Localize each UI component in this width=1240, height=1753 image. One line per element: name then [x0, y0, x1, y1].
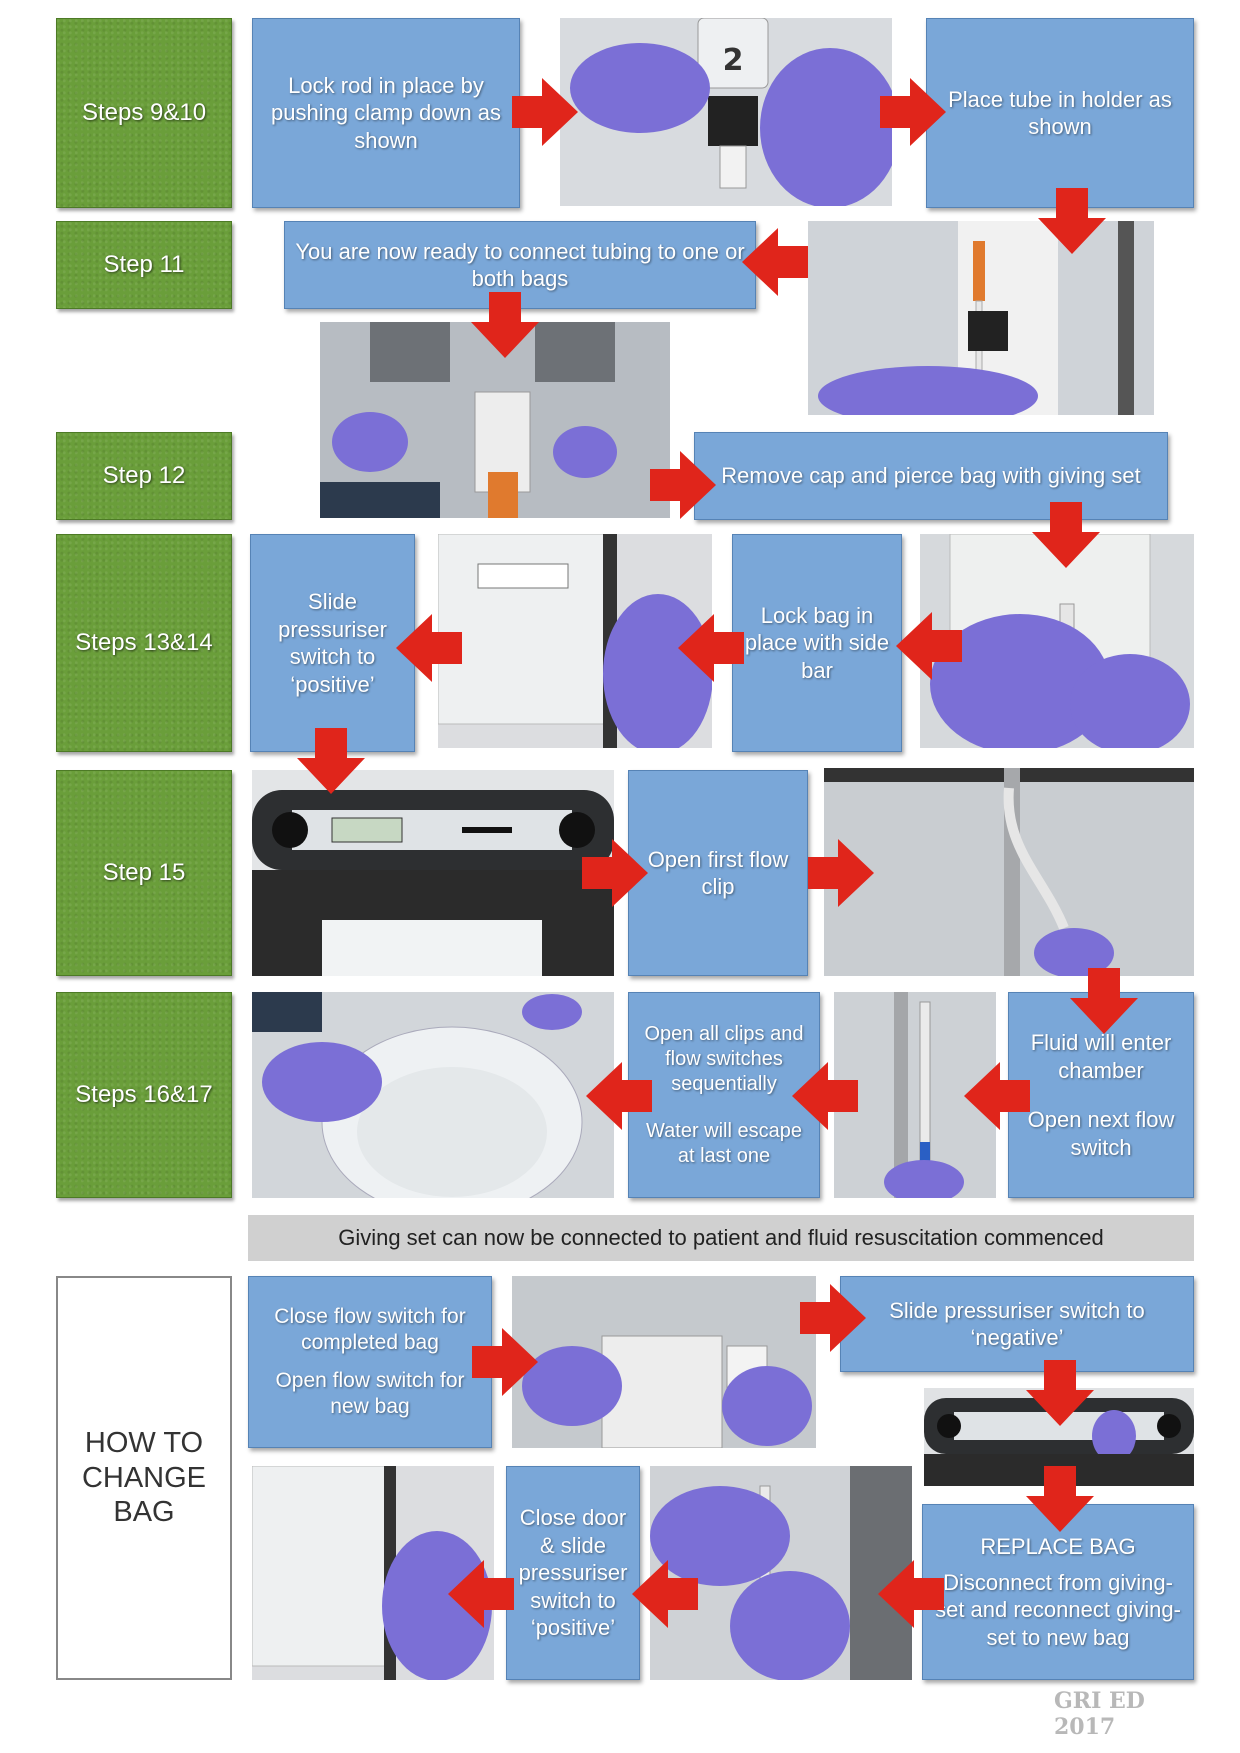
step-label-13-14: Steps 13&14 [56, 534, 232, 752]
box-slide-positive: Slide pressuriser switch to ‘positive’ [250, 534, 415, 752]
box-lock-bag: Lock bag in place with side bar [732, 534, 902, 752]
photo-two-bags [320, 322, 670, 518]
box-text: Close door & slide pressuriser switch to… [518, 1505, 628, 1641]
photo-close-door [252, 1466, 494, 1680]
box-text-line-2: Disconnect from giving-set and reconnect… [935, 1569, 1181, 1650]
box-lock-rod: Lock rod in place by pushing clamp down … [252, 18, 520, 208]
box-place-tube: Place tube in holder as shown [926, 18, 1194, 208]
box-text: Place tube in holder as shown [948, 86, 1172, 140]
box-open-first-clip: Open first flow clip [628, 770, 808, 976]
step-label-9-10: Steps 9&10 [56, 18, 232, 208]
photo-clamp: 2 [560, 18, 892, 206]
box-text-line-1: Close flow switch for completed bag [274, 1304, 466, 1354]
photo-tube-holder [808, 221, 1154, 415]
box-close-flow: Close flow switch for completed bag Open… [248, 1276, 492, 1448]
photo-pierce-bag [920, 534, 1194, 748]
photo-bucket [252, 992, 614, 1198]
box-text: Slide pressuriser switch to ‘positive’ [278, 589, 387, 697]
how-to-change-bag: HOW TO CHANGE BAG [56, 1276, 232, 1680]
box-text: Lock rod in place by pushing clamp down … [271, 72, 501, 153]
box-text: Open first flow clip [647, 846, 789, 900]
photo-pressuriser-switch [252, 770, 614, 976]
box-text-line-2: Open flow switch for new bag [275, 1369, 465, 1419]
photo-bag-lock [438, 534, 712, 748]
box-text-line-1: REPLACE BAG [980, 1534, 1136, 1559]
box-text-line-1: Fluid will enter chamber [1030, 1030, 1172, 1083]
howto-line-2: CHANGE [81, 1461, 207, 1494]
box-text: Remove cap and pierce bag with giving se… [721, 463, 1141, 489]
step-label-15: Step 15 [56, 770, 232, 976]
footer-credit: GRI ED 2017 [1054, 1688, 1145, 1740]
device-number: 2 [723, 43, 744, 78]
box-text-line-1: Open all clips and flow switches sequent… [644, 1022, 804, 1095]
box-replace-bag: REPLACE BAG Disconnect from giving-set a… [922, 1504, 1194, 1680]
box-slide-negative: Slide pressuriser switch to ‘negative’ [840, 1276, 1194, 1372]
box-fluid-enter: Fluid will enter chamber Open next flow … [1008, 992, 1194, 1198]
step-label-12: Step 12 [56, 432, 232, 520]
box-open-all-clips: Open all clips and flow switches sequent… [628, 992, 820, 1198]
step-label-16-17: Steps 16&17 [56, 992, 232, 1198]
box-text: You are now ready to connect tubing to o… [295, 238, 745, 292]
box-text-line-2: Open next flow switch [1027, 1107, 1175, 1160]
howto-line-3: BAG [113, 1496, 175, 1529]
box-close-door: Close door & slide pressuriser switch to… [506, 1466, 640, 1680]
photo-negative-switch [924, 1388, 1194, 1486]
step-label-11: Step 11 [56, 221, 232, 309]
photo-flow-switch [834, 992, 996, 1198]
box-text-line-2: Water will escape at last one [646, 1119, 802, 1167]
photo-flow-switch-panel [512, 1276, 816, 1448]
banner: Giving set can now be connected to patie… [248, 1215, 1194, 1261]
box-text: Slide pressuriser switch to ‘negative’ [889, 1297, 1145, 1351]
box-ready-connect: You are now ready to connect tubing to o… [284, 221, 756, 309]
photo-replace-bag [650, 1466, 912, 1680]
box-text: Lock bag in place with side bar [744, 602, 890, 683]
box-remove-cap: Remove cap and pierce bag with giving se… [694, 432, 1168, 520]
howto-line-1: HOW TO [84, 1426, 204, 1459]
photo-flow-clip [824, 768, 1194, 976]
